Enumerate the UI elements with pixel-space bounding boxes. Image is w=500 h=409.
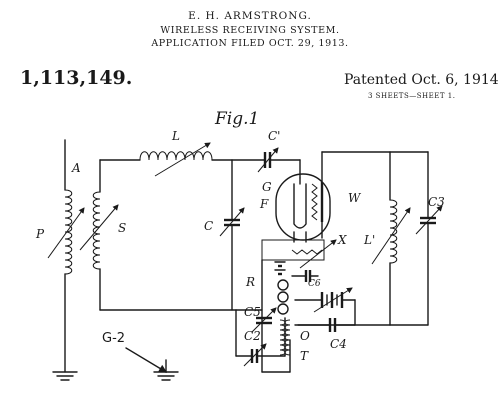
loading-inductance-L <box>139 151 213 161</box>
detector-battery-circuit <box>235 239 356 373</box>
patent-number: 1,113,149. <box>20 67 132 89</box>
patent-title: WIRELESS RECEIVING SYSTEM. <box>160 25 339 36</box>
plate-coil-L2 <box>389 199 398 264</box>
capacitor-C4 <box>297 299 356 332</box>
primary-coil <box>64 189 73 275</box>
label-C2: C2 <box>244 329 261 343</box>
patented-date: Patented Oct. 6, 1914. <box>344 72 500 88</box>
figure-title: Fig.1 <box>214 109 259 129</box>
capacitor-C2 <box>235 343 286 367</box>
antenna-circuit <box>47 139 85 381</box>
application-date: APPLICATION FILED OCT. 29, 1913. <box>150 38 348 49</box>
capacitor-C5 <box>251 307 277 333</box>
secondary-circuit <box>79 142 301 311</box>
label-G-2: G-2 <box>102 331 125 346</box>
plate-coil-variable-arrow <box>371 207 411 265</box>
resistance-R <box>277 279 289 315</box>
label-C4: C4 <box>330 337 347 351</box>
patent-header: E. H. ARMSTRONG. WIRELESS RECEIVING SYST… <box>20 10 500 129</box>
annotation-arrow <box>125 347 168 373</box>
capacitor-C6 <box>291 270 319 282</box>
annotation-ground <box>125 347 179 381</box>
label-L: L <box>171 129 180 143</box>
label-S: S <box>118 221 126 235</box>
antenna-ground-symbol <box>52 371 78 381</box>
label-C5: C5 <box>244 305 261 319</box>
label-O: O <box>300 329 310 343</box>
inductance-variable-arrow <box>154 142 211 177</box>
audion-tube <box>275 173 331 243</box>
tube-filament-F <box>293 183 307 229</box>
secondary-coil <box>92 191 101 270</box>
filament-battery <box>274 261 286 276</box>
filament-leads <box>261 239 325 261</box>
primary-variable-arrow <box>47 207 85 259</box>
rheostat-X <box>291 239 337 269</box>
capacitor-C3 <box>415 205 443 235</box>
component-labels: A P S L C' C G F W L' C3 X R C6 C5 C2 O … <box>35 129 445 363</box>
label-F: F <box>259 197 269 211</box>
label-P: P <box>35 227 45 241</box>
label-C1: C' <box>268 129 280 143</box>
plate-battery <box>294 287 356 313</box>
telephone-T <box>279 317 291 357</box>
label-T: T <box>300 349 309 363</box>
label-W: W <box>348 191 362 205</box>
sheet-count: 3 SHEETS—SHEET 1. <box>368 92 455 100</box>
label-A: A <box>71 161 81 175</box>
label-L2: L' <box>363 233 375 247</box>
tube-grid-G <box>311 183 318 221</box>
inventor-name: E. H. ARMSTRONG. <box>188 10 312 22</box>
label-C: C <box>204 219 213 233</box>
label-C3: C3 <box>428 195 445 209</box>
label-R: R <box>245 275 255 289</box>
label-X: X <box>337 233 347 247</box>
secondary-variable-arrow <box>79 204 119 251</box>
label-C6: C6 <box>308 279 321 289</box>
label-G: G <box>262 180 272 194</box>
